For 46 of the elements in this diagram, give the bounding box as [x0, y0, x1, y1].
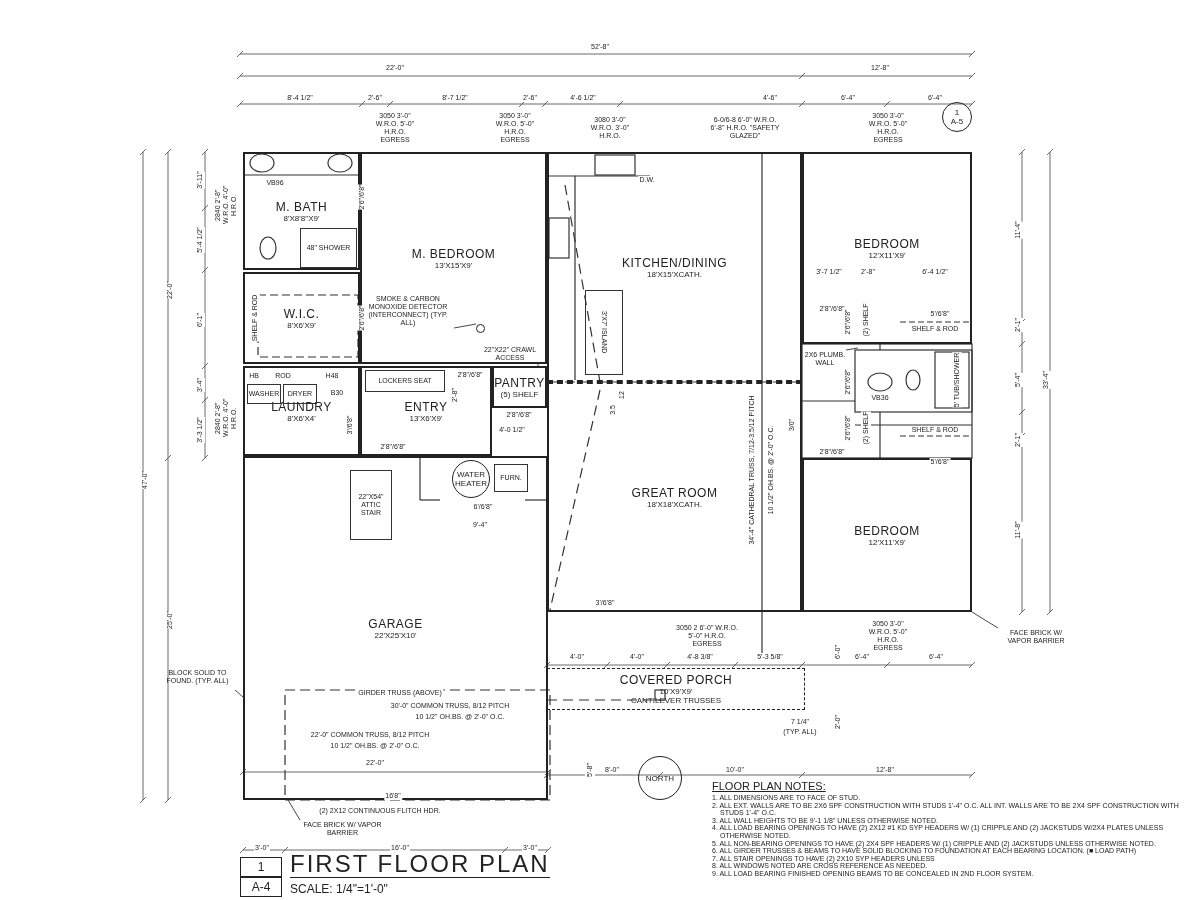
room — [547, 668, 805, 710]
room-name: COVERED PORCH — [619, 673, 733, 687]
room-name: BEDROOM — [854, 236, 920, 251]
room-note: CANTILEVER TRUSSES — [630, 696, 722, 705]
room-note: (5) SHELF — [500, 389, 539, 399]
room-name: KITCHEN/DINING — [622, 255, 727, 270]
leader-line — [845, 347, 859, 351]
room-note: 18'X18'XCATH. — [647, 499, 702, 509]
room-note: 12'X11'X9' — [868, 250, 906, 260]
room-name: M. BATH — [275, 199, 328, 214]
room-name: W.I.C. — [283, 306, 320, 321]
room — [802, 458, 972, 612]
title-block-cell: A-4 — [240, 877, 282, 897]
room — [243, 456, 548, 800]
notes-heading: FLOOR PLAN NOTES: — [712, 780, 827, 792]
leader-line — [234, 689, 244, 698]
title-block-cell: 1 — [240, 857, 282, 877]
room — [243, 152, 360, 270]
room-note: 13'X6'X9' — [409, 413, 443, 423]
room-name: M. BEDROOM — [411, 246, 496, 261]
leader-line — [453, 323, 477, 329]
room — [492, 366, 547, 408]
room — [547, 152, 802, 382]
room-note: 13'X15'X9' — [434, 260, 473, 270]
room-name: GREAT ROOM — [631, 485, 718, 500]
room-note: 12'X11'X9' — [868, 537, 906, 547]
room-name: GARAGE — [368, 616, 423, 631]
room-note: 8'X6'X9' — [287, 320, 316, 330]
room-note: 8'X8'8"X9' — [283, 213, 320, 223]
marker-text: A-5 — [950, 117, 964, 126]
marker-text: 1 — [954, 108, 960, 117]
leader-line — [287, 799, 301, 821]
drawing-title: FIRST FLOOR PLAN — [290, 850, 550, 878]
room — [243, 272, 360, 364]
room-name: PANTRY — [494, 375, 545, 390]
room-name: BEDROOM — [854, 523, 920, 538]
room — [360, 152, 547, 364]
leader-line — [971, 611, 999, 629]
room — [243, 366, 360, 456]
room-name: ENTRY — [404, 399, 448, 414]
room-note: 8'X6'X4' — [287, 413, 316, 423]
room — [802, 152, 972, 344]
room-note: 22'X25'X10' — [374, 630, 417, 640]
scale-note: SCALE: 1/4"=1'-0" — [290, 882, 388, 896]
room-note: 18'X15'XCATH. — [647, 269, 702, 279]
room — [360, 366, 492, 456]
